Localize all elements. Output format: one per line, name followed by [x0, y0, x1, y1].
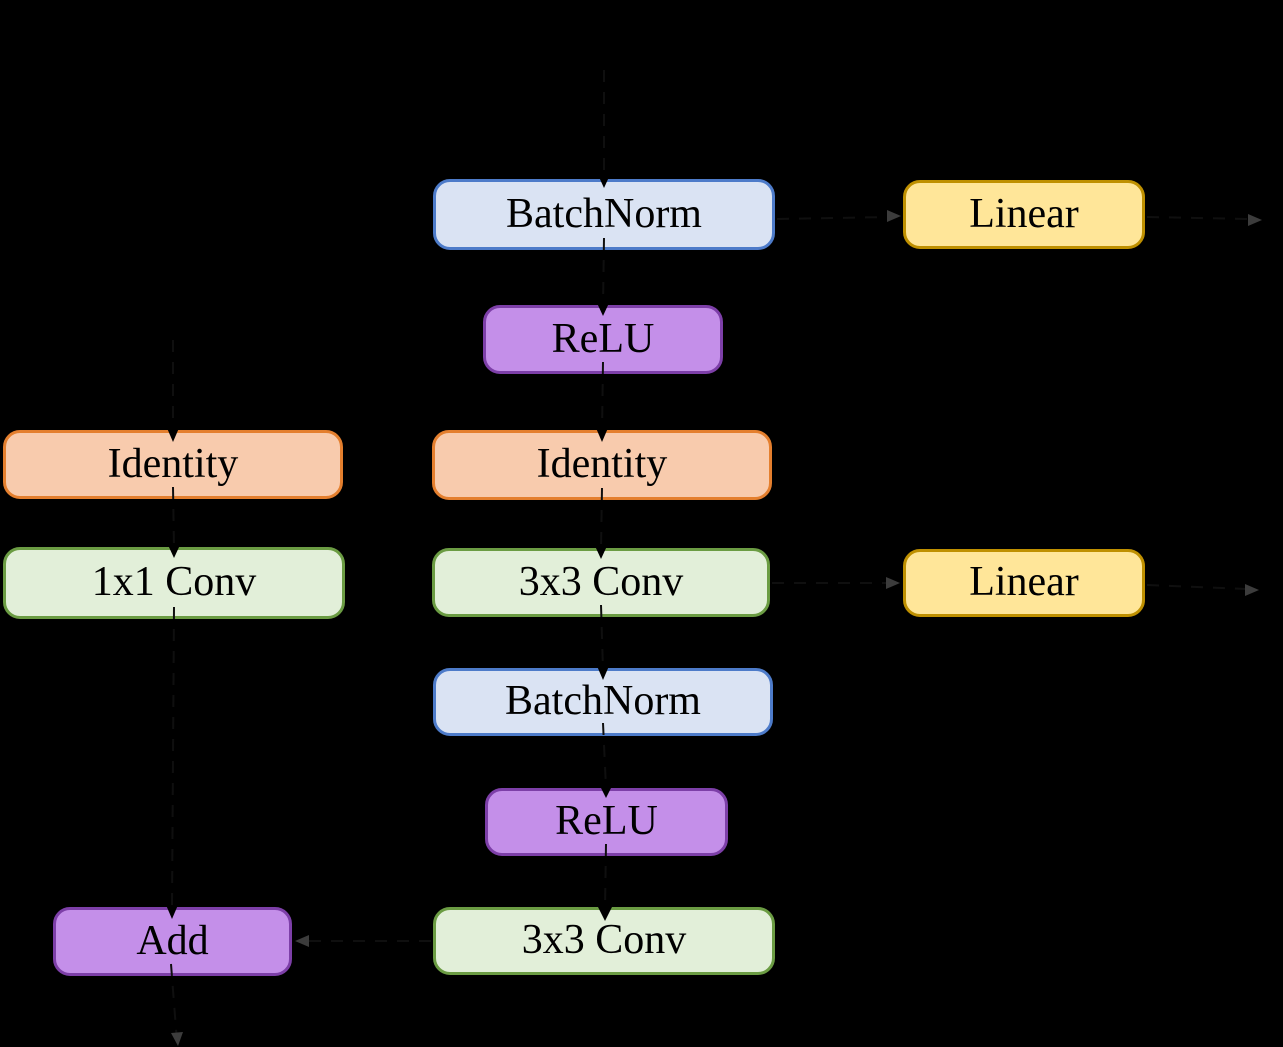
node-linear-bottom: Linear [903, 549, 1145, 617]
edge-conv1x1-to-add [171, 606, 175, 909]
node-conv1x1-left-label: 1x1 Conv [91, 559, 257, 605]
node-identity-center-label: Identity [536, 441, 668, 487]
arrowhead-output [171, 1032, 183, 1046]
node-conv3x3-center: 3x3 Conv [432, 548, 770, 617]
arrowhead-linear-bottom-out [1245, 584, 1259, 596]
node-conv3x3-bottom: 3x3 Conv [433, 907, 775, 975]
node-relu-2-label: ReLU [555, 798, 658, 844]
node-add: Add [53, 907, 292, 976]
arrowhead-linear-top-in [887, 210, 901, 222]
node-linear-top-label: Linear [969, 190, 1079, 237]
node-relu-1-label: ReLU [551, 315, 655, 362]
node-relu-1: ReLU [483, 305, 723, 374]
node-batchnorm-1: BatchNorm [433, 179, 775, 250]
node-linear-bottom-label: Linear [969, 559, 1079, 605]
node-linear-top: Linear [903, 180, 1145, 249]
arrowhead-linear-bottom-in [886, 577, 900, 589]
node-identity-center: Identity [432, 430, 772, 500]
edge-linear-top-out [1146, 216, 1249, 220]
node-batchnorm-2-label: BatchNorm [505, 678, 701, 724]
arrowhead-linear-top-out [1248, 214, 1262, 226]
node-identity-left: Identity [3, 430, 343, 499]
node-add-label: Add [136, 917, 209, 964]
edge-linear-bottom-out [1146, 584, 1247, 590]
node-batchnorm-2: BatchNorm [433, 668, 773, 736]
arrowhead-add-right [295, 935, 309, 947]
node-conv1x1-left: 1x1 Conv [3, 547, 345, 619]
node-identity-left-label: Identity [107, 440, 239, 487]
node-conv3x3-bottom-label: 3x3 Conv [521, 917, 687, 963]
node-conv3x3-center-label: 3x3 Conv [518, 558, 684, 605]
edge-batchnorm1-to-linear-top [776, 216, 890, 220]
node-relu-2: ReLU [485, 788, 728, 856]
node-batchnorm-1-label: BatchNorm [506, 190, 702, 237]
